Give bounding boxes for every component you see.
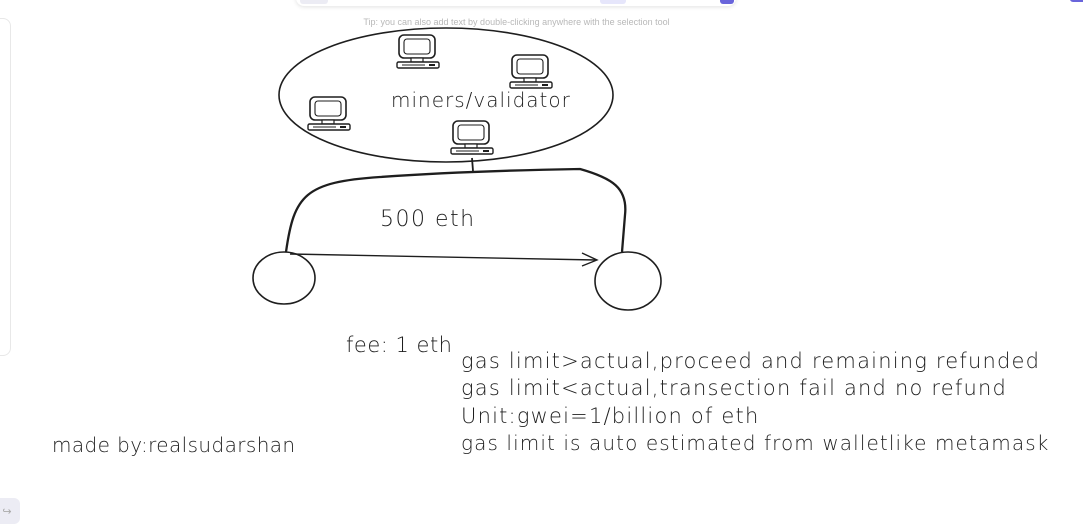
transfer-arrowhead: [581, 252, 599, 267]
amount-label[interactable]: 500 eth: [380, 207, 476, 232]
miner-network-ellipse[interactable]: [278, 27, 614, 163]
credit-text[interactable]: made by:realsudarshan: [52, 433, 296, 457]
receiver-node[interactable]: [594, 251, 662, 311]
note-line: gas limit<actual,transection fail and no…: [461, 376, 1008, 400]
transfer-arrow[interactable]: [289, 253, 597, 261]
fee-label[interactable]: fee: 1 eth: [346, 333, 453, 357]
sender-node[interactable]: [252, 251, 316, 305]
computer-icon: [450, 120, 494, 155]
undo-icon: ↪: [2, 504, 12, 518]
fee-route-line[interactable]: [284, 167, 627, 253]
note-line: Unit:gwei=1/billion of eth: [461, 404, 760, 428]
toolbar-tool-button[interactable]: [300, 0, 328, 4]
share-button[interactable]: [1070, 0, 1083, 2]
computer-icon: [396, 34, 440, 69]
computer-icon: [509, 54, 553, 89]
toolbar-tool-button[interactable]: [600, 0, 626, 4]
hint-text: Tip: you can also add text by double-cli…: [363, 17, 670, 27]
network-connector[interactable]: [471, 157, 474, 172]
toolbar-active-tool[interactable]: [720, 0, 734, 4]
note-line: gas limit>actual,proceed and remaining r…: [461, 349, 1041, 373]
note-line: gas limit is auto estimated from walletl…: [461, 431, 1050, 455]
computer-icon: [307, 96, 351, 131]
top-toolbar[interactable]: [296, 0, 736, 6]
network-label[interactable]: miners/validator: [391, 88, 571, 112]
properties-panel[interactable]: [0, 18, 11, 356]
